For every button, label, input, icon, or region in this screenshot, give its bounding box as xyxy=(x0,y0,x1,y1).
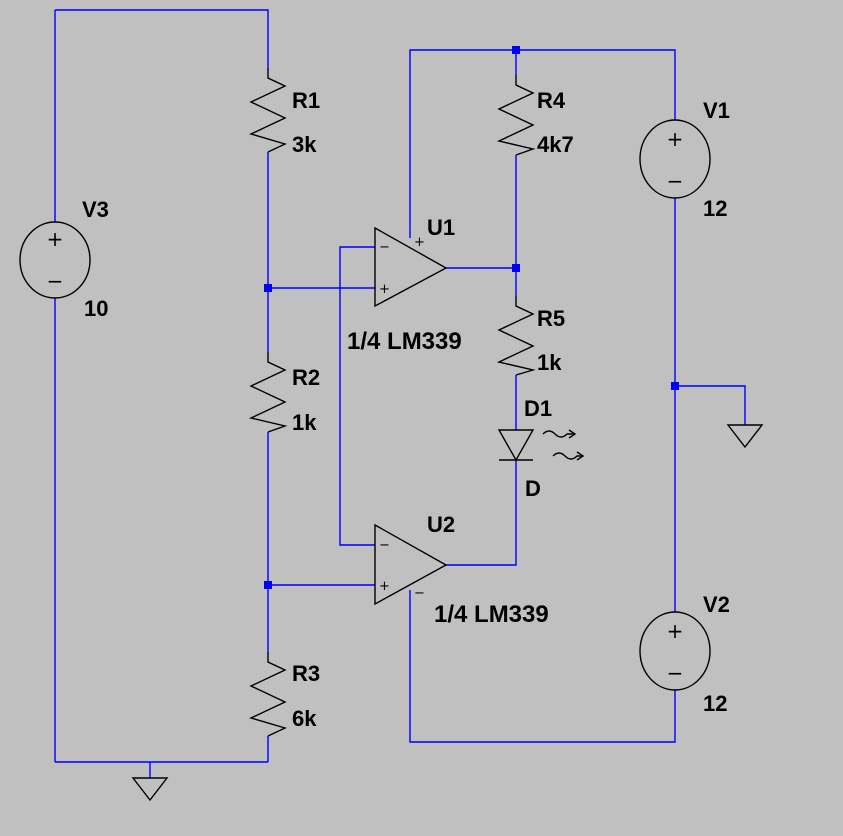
r1-value: 3k xyxy=(292,132,317,157)
voltage-source-v1[interactable]: + − V1 12 xyxy=(639,98,730,221)
v3-value: 10 xyxy=(84,296,108,321)
comparator-icon xyxy=(374,523,448,606)
u2-vminus-pin: − xyxy=(414,586,425,601)
wire-bottom-rail xyxy=(409,590,676,743)
light-ray-icon xyxy=(542,430,575,438)
u2-part: 1/4 LM339 xyxy=(434,601,549,628)
d1-ref: D1 xyxy=(524,396,552,421)
resistor-icon xyxy=(249,652,287,737)
wire-top-left xyxy=(55,9,269,68)
voltage-source-icon xyxy=(19,221,91,299)
wire-d1-u2out xyxy=(446,460,517,566)
voltage-source-icon xyxy=(639,611,711,691)
voltage-source-v2[interactable]: + − V2 12 xyxy=(639,592,730,716)
u1-ref: U1 xyxy=(427,215,455,240)
resistor-r2[interactable]: R2 1k xyxy=(248,352,320,435)
u2-ref: U2 xyxy=(427,512,455,537)
u1-part: 1/4 LM339 xyxy=(347,328,462,355)
voltage-source-icon xyxy=(639,119,711,199)
led-icon xyxy=(497,429,535,462)
r3-value: 6k xyxy=(292,706,317,731)
r4-value: 4k7 xyxy=(537,132,574,157)
led-d1[interactable]: D1 D xyxy=(497,396,585,501)
light-ray-icon xyxy=(552,452,583,460)
ground-icon xyxy=(131,777,169,802)
resistor-r1[interactable]: R1 3k xyxy=(249,68,320,157)
r2-ref: R2 xyxy=(292,365,320,390)
junctions xyxy=(264,46,679,589)
wire-gnd-right xyxy=(675,385,746,425)
junction-dot xyxy=(264,284,272,292)
u2-minus-pin: − xyxy=(379,538,390,553)
resistor-icon xyxy=(249,68,287,153)
u1-vplus-pin: + xyxy=(414,235,425,250)
resistor-r5[interactable]: R5 1k xyxy=(496,296,565,376)
v1-plus-sign: + xyxy=(667,127,684,151)
junction-dot xyxy=(671,382,679,390)
d1-value: D xyxy=(525,476,541,501)
v3-minus-sign: − xyxy=(47,269,64,293)
voltage-source-v3[interactable]: + − V3 10 xyxy=(19,197,109,321)
light-ray-arrow-icon xyxy=(576,451,585,461)
v2-ref: V2 xyxy=(703,592,730,617)
v1-ref: V1 xyxy=(703,98,730,123)
r1-ref: R1 xyxy=(292,88,320,113)
r3-ref: R3 xyxy=(292,661,320,686)
resistor-icon xyxy=(496,75,536,156)
wire-minus-link xyxy=(339,246,375,546)
junction-dot xyxy=(512,264,520,272)
junction-dot xyxy=(512,46,520,54)
resistor-icon xyxy=(248,352,288,433)
comparator-icon xyxy=(374,226,448,308)
v2-minus-sign: − xyxy=(667,661,684,685)
light-ray-arrow-icon xyxy=(568,429,577,439)
ground-icon xyxy=(726,424,764,449)
comparator-u1[interactable]: − + + U1 1/4 LM339 xyxy=(347,215,462,355)
u1-minus-pin: − xyxy=(379,240,390,255)
wires xyxy=(54,9,746,778)
r4-ref: R4 xyxy=(537,88,566,113)
v1-minus-sign: − xyxy=(667,169,684,193)
v2-plus-sign: + xyxy=(667,619,684,643)
r5-value: 1k xyxy=(537,350,562,375)
resistor-r4[interactable]: R4 4k7 xyxy=(496,75,574,157)
v3-plus-sign: + xyxy=(47,227,64,251)
resistor-icon xyxy=(496,296,536,376)
comparator-u2[interactable]: − + − U2 1/4 LM339 xyxy=(374,512,549,628)
v1-value: 12 xyxy=(703,196,727,221)
u2-plus-pin: + xyxy=(379,579,390,594)
resistor-r3[interactable]: R3 6k xyxy=(249,652,320,737)
u1-plus-pin: + xyxy=(379,282,390,297)
r2-value: 1k xyxy=(292,410,317,435)
v3-ref: V3 xyxy=(82,197,109,222)
r5-ref: R5 xyxy=(537,306,565,331)
junction-dot xyxy=(264,581,272,589)
v2-value: 12 xyxy=(703,691,727,716)
wire-top-rail xyxy=(409,49,676,238)
